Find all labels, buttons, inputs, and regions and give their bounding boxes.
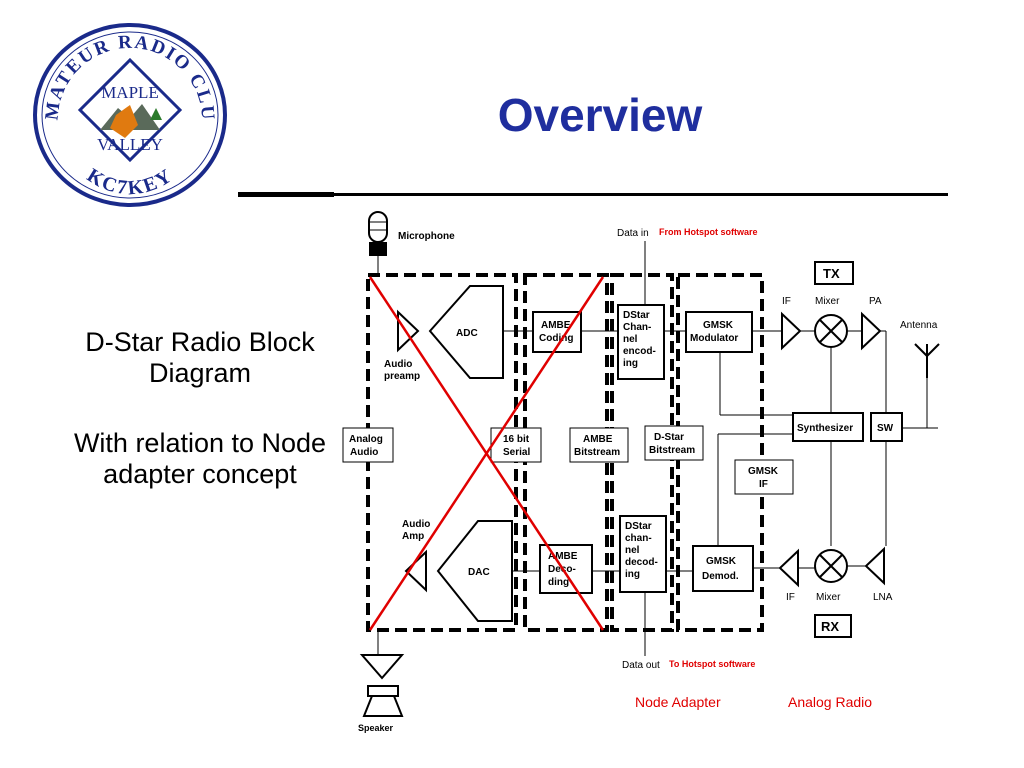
dstar-dec-l3: nel xyxy=(625,545,640,556)
block-diagram: Microphone Audio preamp ADC AMBE Coding … xyxy=(342,211,940,733)
analog-audio-label-2: Audio xyxy=(350,447,378,458)
ambe-coding-label-1: AMBE xyxy=(541,320,571,331)
club-logo: AMATEUR RADIO CLUB KC7KEY MAPLE VALLEY xyxy=(30,20,227,207)
adc-label: ADC xyxy=(456,328,478,339)
sw-block xyxy=(870,412,903,442)
dac-label: DAC xyxy=(468,567,490,578)
lna-label: LNA xyxy=(873,592,893,603)
logo-leaf xyxy=(110,105,138,138)
audio-amp-label-2: Amp xyxy=(402,531,424,542)
side-subheading: With relation to Node adapter concept xyxy=(73,428,327,489)
serial-label-2: Serial xyxy=(503,447,530,458)
group-modem xyxy=(676,273,764,632)
mixer-top-symbol xyxy=(814,314,848,348)
gmsk-mod-label-1: GMSK xyxy=(703,320,734,331)
logo-maple: MAPLE xyxy=(101,83,159,102)
if-bottom-label: IF xyxy=(786,592,795,603)
ambe-bitstream-block xyxy=(569,427,629,463)
synthesizer-block xyxy=(792,412,864,442)
audio-preamp-label-1: Audio xyxy=(384,359,412,370)
dstar-bitstream-block xyxy=(644,425,704,461)
pa-symbol xyxy=(861,311,882,351)
gmsk-modulator-block xyxy=(685,311,753,353)
to-hotspot-label: To Hotspot software xyxy=(669,659,755,669)
synthesizer-label: Synthesizer xyxy=(797,423,853,434)
red-cross-out xyxy=(368,276,605,631)
ambe-dec-l1: AMBE xyxy=(548,551,578,562)
audio-amp-label-1: Audio xyxy=(402,519,430,530)
antenna-label: Antenna xyxy=(900,320,938,331)
tx-label: TX xyxy=(823,266,840,281)
dstar-dec-l1: DStar xyxy=(625,521,652,532)
sw-label: SW xyxy=(877,423,894,434)
if-amp-top-symbol xyxy=(781,311,802,351)
tx-box xyxy=(814,261,854,285)
ambe-dec-l3: ding xyxy=(548,577,569,588)
dstar-enc-l3: nel xyxy=(623,334,638,345)
rx-box xyxy=(814,614,852,638)
analog-radio-label: Analog Radio xyxy=(788,694,872,710)
serial-label-1: 16 bit xyxy=(503,434,530,445)
mixer-top-label: Mixer xyxy=(815,296,840,307)
from-hotspot-label: From Hotspot software xyxy=(659,227,758,237)
speaker-label: Speaker xyxy=(358,723,394,733)
mixer-bottom-symbol xyxy=(814,549,848,583)
logo-tree xyxy=(150,108,162,120)
gmsk-demod-label-1: GMSK xyxy=(706,556,737,567)
dstar-enc-l2: Chan- xyxy=(623,322,651,333)
analog-audio-label-1: Analog xyxy=(349,434,383,445)
dstar-bitstream-label-2: Bitstream xyxy=(649,445,695,456)
gmsk-demod-label-2: Demod. xyxy=(702,571,739,582)
dstar-enc-l5: ing xyxy=(623,358,638,369)
data-out-label: Data out xyxy=(622,660,660,671)
side-heading: D-Star Radio Block Diagram xyxy=(85,327,315,388)
node-adapter-label: Node Adapter xyxy=(635,694,721,710)
gmsk-if-label-1: GMSK xyxy=(748,466,779,477)
page-title: Overview xyxy=(497,89,703,141)
ambe-bitstream-label-2: Bitstream xyxy=(574,447,620,458)
lna-symbol xyxy=(864,546,885,586)
audio-preamp-symbol xyxy=(397,309,420,353)
ambe-decoding-block xyxy=(539,544,593,594)
ambe-bitstream-label-1: AMBE xyxy=(583,434,613,445)
logo-valley: VALLEY xyxy=(97,135,163,154)
title-underline-accent xyxy=(238,192,334,197)
dstar-dec-l5: ing xyxy=(625,569,640,580)
microphone-label: Microphone xyxy=(398,231,455,242)
analog-audio-block xyxy=(342,427,394,463)
if-top-label: IF xyxy=(782,296,791,307)
gmsk-mod-label-2: Modulator xyxy=(690,333,738,344)
speaker-icon xyxy=(359,654,405,717)
dstar-enc-l4: encod- xyxy=(623,346,656,357)
dstar-dec-l2: chan- xyxy=(625,533,652,544)
gmsk-demod-block xyxy=(692,545,754,592)
pa-label: PA xyxy=(869,296,882,307)
antenna-icon xyxy=(914,343,940,378)
dstar-dec-l4: decod- xyxy=(625,557,658,568)
adc-block xyxy=(428,285,504,379)
dstar-enc-l1: DStar xyxy=(623,310,650,321)
dstar-bitstream-label-1: D-Star xyxy=(654,432,684,443)
rx-label: RX xyxy=(821,619,839,634)
title-underline xyxy=(238,193,948,196)
audio-preamp-label-2: preamp xyxy=(384,371,420,382)
dstar-encoding-block xyxy=(617,304,665,380)
gmsk-if-block xyxy=(734,459,794,495)
dstar-decoding-block xyxy=(619,515,667,593)
mixer-bottom-label: Mixer xyxy=(816,592,841,603)
ambe-coding-label-2: Coding xyxy=(539,333,573,344)
if-amp-bottom-symbol xyxy=(778,548,799,588)
data-in-label: Data in xyxy=(617,228,649,239)
gmsk-if-label-2: IF xyxy=(759,479,768,490)
microphone-icon xyxy=(368,211,388,256)
